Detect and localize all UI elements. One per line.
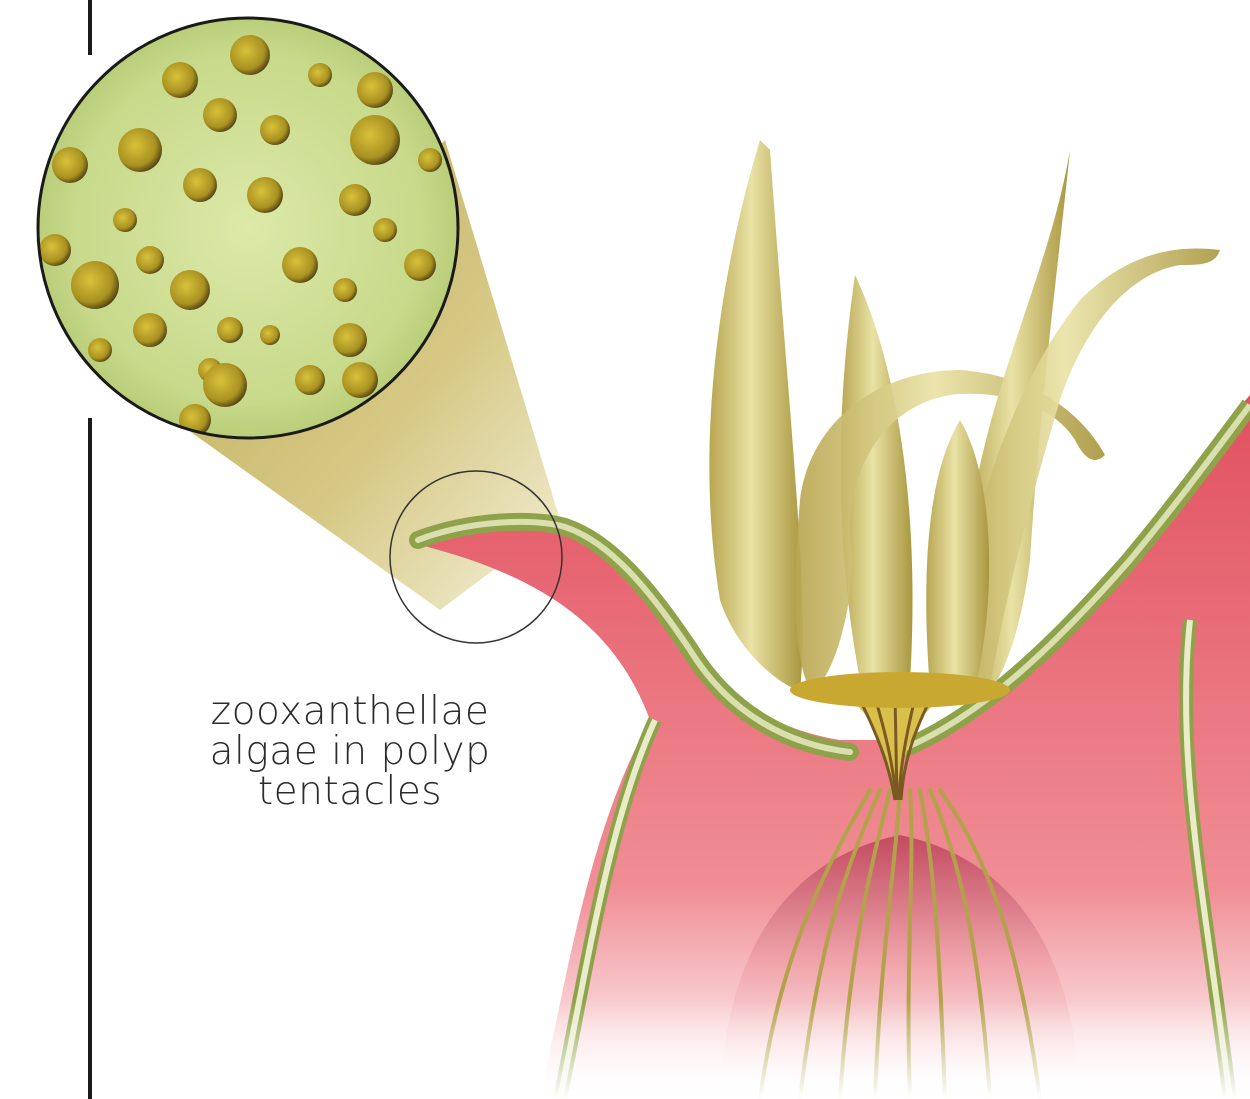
caption-line-3: tentacles — [150, 772, 550, 812]
caption-line-2: algae in polyp — [150, 732, 550, 772]
caption-line-1: zooxanthellae — [150, 692, 550, 732]
magnified-view — [38, 18, 458, 438]
caption-label: zooxanthellae algae in polyp tentacles — [150, 692, 550, 812]
